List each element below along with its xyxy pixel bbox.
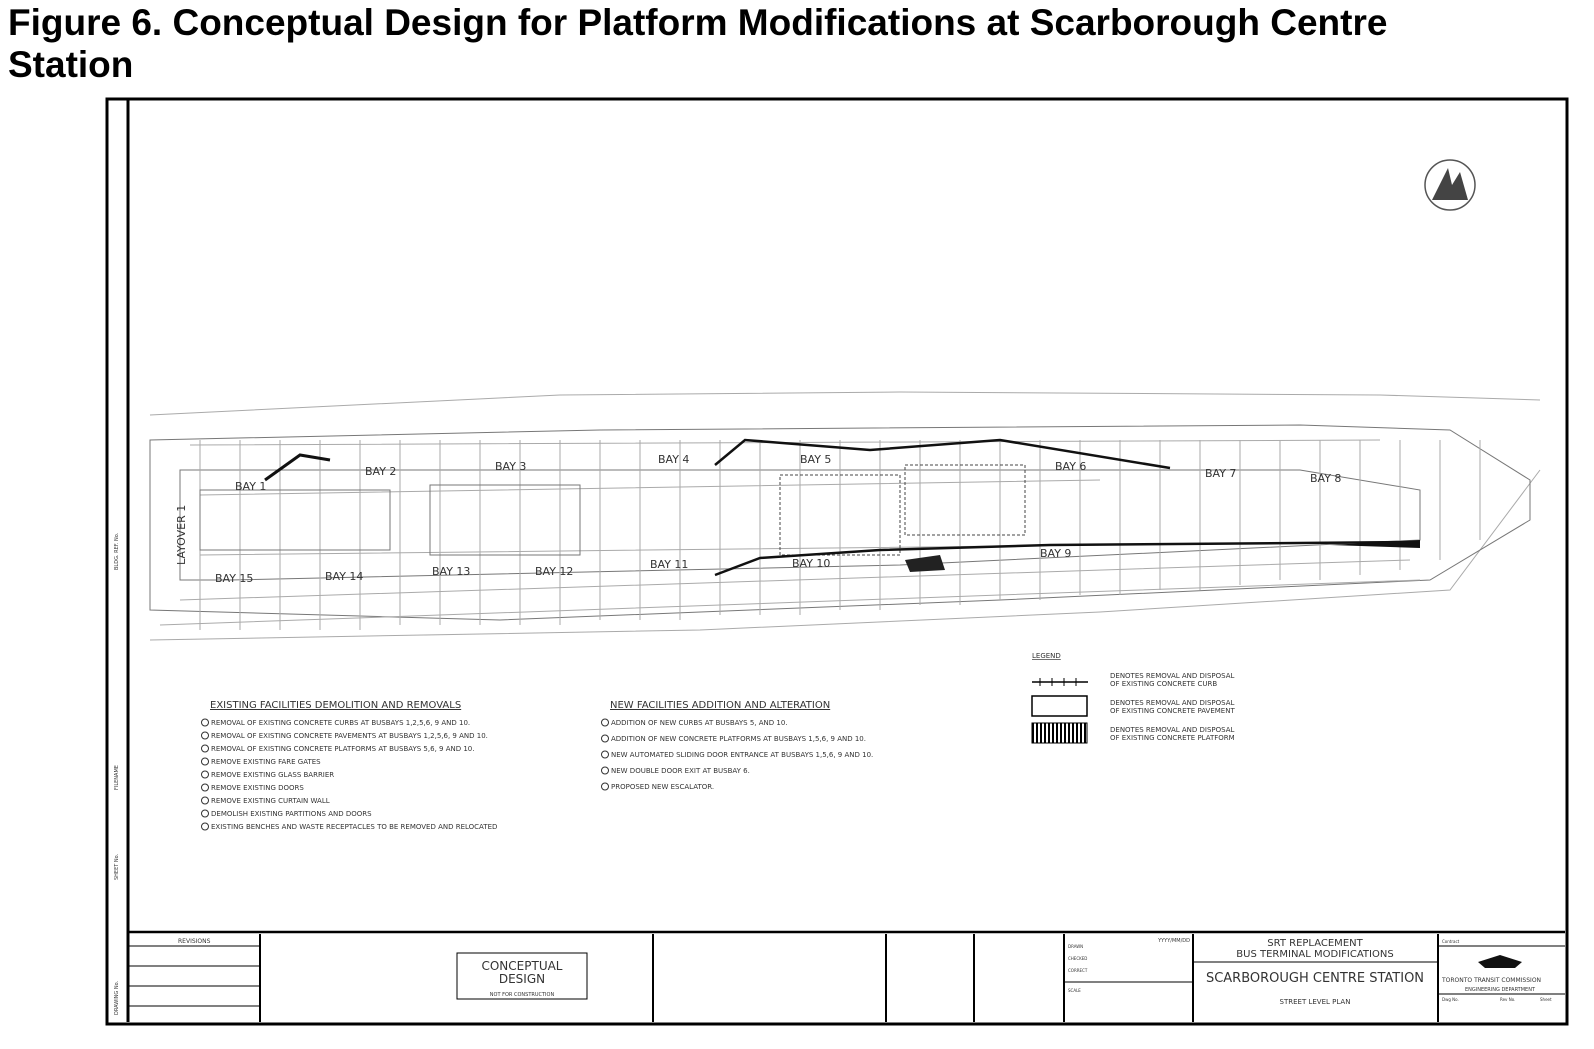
side-labels: SHEET No. FILENAME BLDG. REF. No. DRAWIN… — [114, 532, 120, 1015]
note-number-icon — [601, 734, 609, 743]
figure-title: Figure 6. Conceptual Design for Platform… — [8, 2, 1387, 86]
side-label: BLDG. REF. No. — [114, 532, 120, 570]
legend-text: OF EXISTING CONCRETE PLATFORM — [1110, 734, 1235, 742]
pavement-symbol-icon — [1031, 695, 1088, 717]
legend-text: OF EXISTING CONCRETE PAVEMENT — [1110, 707, 1235, 715]
bay-label: BAY 15 — [215, 572, 253, 585]
note-number-icon — [201, 718, 209, 727]
note-number-icon — [201, 822, 209, 831]
platform-symbol-icon — [1031, 722, 1088, 744]
figure-title-line1: Figure 6. Conceptual Design for Platform… — [8, 2, 1388, 43]
note-number-icon — [201, 783, 209, 792]
note-number-icon — [601, 718, 609, 727]
note-number-icon — [201, 770, 209, 779]
project-line1: SRT REPLACEMENT — [1267, 938, 1363, 949]
note-number-icon — [601, 750, 609, 759]
curb-symbol-icon — [1032, 678, 1088, 686]
note-number-icon — [601, 782, 609, 791]
side-label: SHEET No. — [114, 853, 120, 880]
note-item: REMOVAL OF EXISTING CONCRETE PAVEMENTS A… — [211, 732, 488, 740]
note-item: ADDITION OF NEW CONCRETE PLATFORMS AT BU… — [611, 735, 866, 743]
note-number-icon — [201, 744, 209, 753]
addition-heading: NEW FACILITIES ADDITION AND ALTERATION — [610, 700, 830, 711]
site-plan: BAY 1 BAY 2 BAY 3 BAY 4 BAY 5 BAY 6 BAY … — [149, 391, 1541, 641]
bay-label: BAY 5 — [800, 453, 831, 466]
sheet-title: STREET LEVEL PLAN — [1280, 998, 1351, 1006]
side-label: FILENAME — [114, 765, 120, 790]
figure-title-line2: Station — [8, 44, 134, 85]
bay-label: BAY 10 — [792, 557, 830, 570]
bay-label: BAY 2 — [365, 465, 396, 478]
note-item: PROPOSED NEW ESCALATOR. — [611, 783, 714, 791]
legend: LEGEND DENOTES REMOVAL AND DISPOSAL OF E… — [1031, 652, 1235, 744]
bay-label: BAY 4 — [658, 453, 689, 466]
note-item: REMOVE EXISTING GLASS BARRIER — [211, 771, 334, 779]
layover-label: LAYOVER 1 — [175, 505, 188, 565]
revisions-label: REVISIONS — [178, 938, 211, 945]
checked-label: CHECKED — [1068, 956, 1087, 961]
note-item: EXISTING BENCHES AND WASTE RECEPTACLES T… — [211, 823, 497, 831]
bay-label: BAY 14 — [325, 570, 363, 583]
correct-label: CORRECT — [1068, 968, 1088, 973]
note-item: DEMOLISH EXISTING PARTITIONS AND DOORS — [211, 810, 372, 818]
note-item: ADDITION OF NEW CURBS AT BUSBAYS 5, AND … — [611, 719, 788, 727]
addition-notes: NEW FACILITIES ADDITION AND ALTERATION A… — [601, 700, 873, 791]
legend-text: DENOTES REMOVAL AND DISPOSAL — [1110, 726, 1235, 734]
demolition-heading: EXISTING FACILITIES DEMOLITION AND REMOV… — [210, 700, 461, 711]
rev-no-label: Rev No. — [1500, 997, 1515, 1002]
contract-label: Contract — [1442, 939, 1460, 944]
drawn-label: DRAWN — [1068, 944, 1083, 949]
legend-text: DENOTES REMOVAL AND DISPOSAL — [1110, 699, 1235, 707]
bay-label: BAY 7 — [1205, 467, 1236, 480]
date-field: YYYY/MM/DD — [1157, 938, 1190, 944]
stamp-line1: CONCEPTUAL — [481, 959, 562, 973]
note-number-icon — [201, 809, 209, 818]
note-item: REMOVE EXISTING FARE GATES — [211, 758, 321, 766]
legend-text: OF EXISTING CONCRETE CURB — [1110, 680, 1217, 688]
note-number-icon — [201, 731, 209, 740]
bay-label: BAY 6 — [1055, 460, 1086, 473]
note-number-icon — [601, 766, 609, 775]
stamp-line2: DESIGN — [499, 972, 545, 986]
scale-label: SCALE — [1068, 988, 1081, 993]
dwg-no-label: Dwg No. — [1442, 997, 1459, 1002]
outer-frame — [105, 97, 1569, 1026]
side-label: DRAWING No. — [114, 980, 120, 1015]
legend-heading: LEGEND — [1032, 652, 1061, 660]
bay-label: BAY 3 — [495, 460, 526, 473]
note-item: REMOVE EXISTING DOORS — [211, 784, 304, 792]
title-block-text: REVISIONS CONCEPTUAL DESIGN NOT FOR CONS… — [178, 938, 1552, 1006]
north-arrow-icon — [1424, 159, 1476, 211]
bay-label: BAY 1 — [235, 480, 266, 493]
note-item: NEW DOUBLE DOOR EXIT AT BUSBAY 6. — [611, 767, 750, 775]
title-block — [128, 934, 1565, 1022]
note-item: NEW AUTOMATED SLIDING DOOR ENTRANCE AT B… — [611, 751, 873, 759]
note-item: REMOVE EXISTING CURTAIN WALL — [211, 797, 330, 805]
project-line2: BUS TERMINAL MODIFICATIONS — [1236, 949, 1393, 960]
note-item: REMOVAL OF EXISTING CONCRETE PLATFORMS A… — [211, 745, 474, 753]
ttc-logo-icon — [1478, 955, 1522, 968]
org-line2: ENGINEERING DEPARTMENT — [1465, 987, 1536, 993]
note-item: REMOVAL OF EXISTING CONCRETE CURBS AT BU… — [211, 719, 470, 727]
bay-label: BAY 13 — [432, 565, 470, 578]
station-name: SCARBOROUGH CENTRE STATION — [1206, 971, 1424, 986]
bay-label: BAY 12 — [535, 565, 573, 578]
org-line1: TORONTO TRANSIT COMMISSION — [1441, 977, 1541, 984]
note-number-icon — [201, 796, 209, 805]
sheet-no-label: Sheet — [1540, 997, 1552, 1002]
demolition-notes: EXISTING FACILITIES DEMOLITION AND REMOV… — [201, 700, 497, 831]
bay-label: BAY 9 — [1040, 547, 1071, 560]
bay-label: BAY 11 — [650, 558, 688, 571]
bay-label: BAY 8 — [1310, 472, 1341, 485]
legend-text: DENOTES REMOVAL AND DISPOSAL — [1110, 672, 1235, 680]
stamp-line3: NOT FOR CONSTRUCTION — [490, 992, 555, 998]
note-number-icon — [201, 757, 209, 766]
